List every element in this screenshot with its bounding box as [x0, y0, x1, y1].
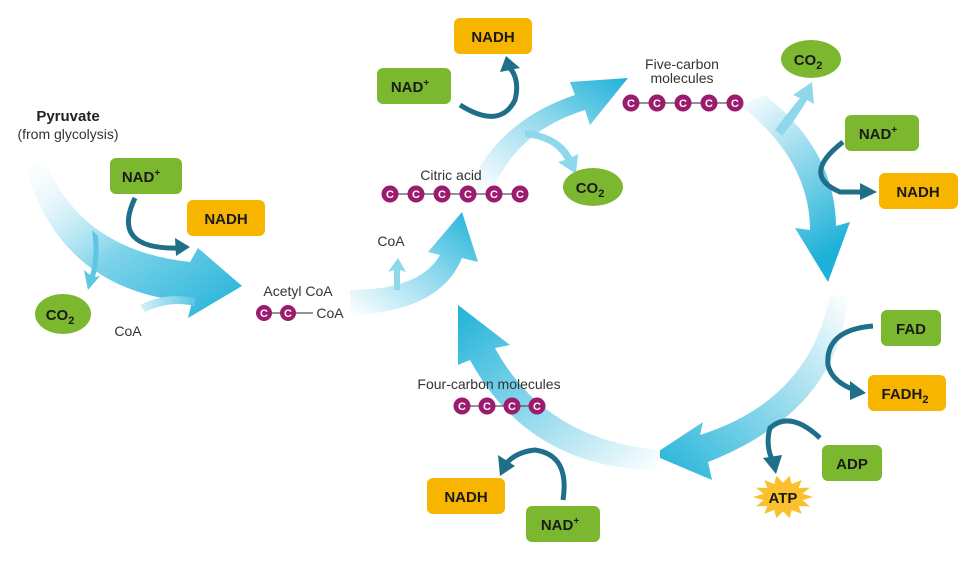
four-carbon-to-citric-acid-arrow	[458, 305, 660, 470]
svg-text:FADH2: FADH2	[882, 386, 929, 406]
carbon-atom	[433, 185, 451, 203]
carbon-symbol: C	[284, 308, 292, 320]
pyruvate-to-acetyl-coa-arrow	[25, 160, 242, 318]
pyruvate-co2-ellipse: CO2	[35, 294, 91, 334]
carbon-atom	[503, 397, 521, 415]
carbon-symbol: C	[490, 189, 498, 201]
five-carbon-to-succinyl-arrow	[740, 95, 850, 282]
carbon-symbol: C	[483, 401, 491, 413]
carbon-symbol: C	[516, 189, 524, 201]
citric-acid-co2-ellipse: CO2	[563, 168, 623, 206]
pyruvate-nad-to-nadh-arrow	[125, 196, 190, 256]
adp-box: ADP	[822, 445, 882, 481]
svg-text:FAD: FAD	[896, 321, 926, 338]
carbon-atom	[459, 185, 477, 203]
carbon-atom	[726, 94, 744, 112]
acetyl-coa-tail-label: CoA	[316, 305, 344, 321]
five-carbon-nadh-box: NADH	[879, 173, 958, 209]
svg-text:NADH: NADH	[896, 184, 939, 201]
carbon-atom	[528, 397, 546, 415]
five-carbon-label-line1: Five-carbon	[645, 56, 719, 72]
coa-release-arrow	[388, 258, 406, 290]
four-carbon-label: Four-carbon molecules	[417, 376, 560, 392]
carbon-symbol: C	[458, 401, 466, 413]
carbon-atom	[648, 94, 666, 112]
citric-nad-box: NAD+	[377, 68, 451, 104]
svg-text:ATP: ATP	[769, 490, 798, 507]
carbon-atom	[511, 185, 529, 203]
coa-incoming-arrow	[140, 296, 195, 312]
carbon-symbol: C	[412, 189, 420, 201]
carbon-atom	[280, 305, 296, 321]
five-carbon-co2-ellipse: CO2	[781, 40, 841, 78]
carbon-symbol: C	[438, 189, 446, 201]
carbon-atom	[478, 397, 496, 415]
pyruvate-nad-box: NAD+	[110, 158, 182, 194]
pyruvate-label: Pyruvate	[36, 108, 99, 125]
carbon-symbol: C	[679, 98, 687, 110]
pyruvate-nadh-box: NADH	[187, 200, 265, 236]
adp-to-atp-arrow	[763, 418, 822, 474]
svg-text:NADH: NADH	[471, 29, 514, 46]
four-carbon-nad-to-nadh-arrow	[498, 447, 567, 501]
carbon-symbol: C	[533, 401, 541, 413]
pyruvate-subtitle: (from glycolysis)	[17, 126, 118, 142]
four-carbon-nad-box: NAD+	[526, 506, 600, 542]
carbon-atom	[453, 397, 471, 415]
fadh2-box: FADH2	[868, 375, 946, 411]
carbon-atom	[622, 94, 640, 112]
svg-text:CO2: CO2	[46, 307, 75, 327]
carbon-symbol: C	[627, 98, 635, 110]
citric-nadh-box: NADH	[454, 18, 532, 54]
four-carbon-nadh-box: NADH	[427, 478, 505, 514]
citric-acid-label: Citric acid	[420, 167, 481, 183]
carbon-atom	[381, 185, 399, 203]
acetyl-coa-to-citric-acid-arrow	[350, 212, 478, 315]
five-carbon-label-line2: molecules	[650, 70, 713, 86]
svg-text:NAD+: NAD+	[391, 78, 430, 96]
carbon-symbol: C	[260, 308, 268, 320]
pyruvate-coa-label: CoA	[114, 323, 142, 339]
citric-acid-to-five-carbon-arrow	[470, 78, 628, 185]
atp-burst: ATP	[753, 475, 813, 519]
svg-text:CO2: CO2	[794, 52, 823, 72]
svg-text:NAD+: NAD+	[541, 516, 580, 534]
svg-text:ADP: ADP	[836, 456, 868, 473]
fad-box: FAD	[881, 310, 941, 346]
coa-release-label: CoA	[377, 233, 405, 249]
fad-to-fadh2-arrow	[825, 323, 874, 400]
five-carbon-nad-box: NAD+	[845, 115, 919, 151]
carbon-symbol: C	[386, 189, 394, 201]
carbon-symbol: C	[731, 98, 739, 110]
svg-text:NADH: NADH	[204, 211, 247, 228]
carbon-symbol: C	[508, 401, 516, 413]
svg-text:NAD+: NAD+	[859, 125, 898, 143]
acetyl-coa-label: Acetyl CoA	[263, 283, 333, 299]
svg-text:CO2: CO2	[576, 180, 605, 200]
carbon-atom	[674, 94, 692, 112]
carbon-atom	[256, 305, 272, 321]
citric-nad-to-nadh-arrow	[458, 56, 520, 119]
carbon-atom	[485, 185, 503, 203]
carbon-atom	[700, 94, 718, 112]
pyruvate-co2-branch-arrow	[84, 230, 100, 290]
five-carbon-nad-to-nadh-arrow	[818, 140, 877, 200]
carbon-symbol: C	[653, 98, 661, 110]
carbon-symbol: C	[464, 189, 472, 201]
carbon-atom	[407, 185, 425, 203]
svg-text:NADH: NADH	[444, 489, 487, 506]
svg-text:NAD+: NAD+	[122, 168, 161, 186]
citric-acid-co2-branch-arrow	[525, 130, 578, 174]
five-carbon-co2-branch-arrow	[775, 82, 814, 136]
carbon-symbol: C	[705, 98, 713, 110]
succinyl-to-four-carbon-arrow	[653, 295, 848, 480]
